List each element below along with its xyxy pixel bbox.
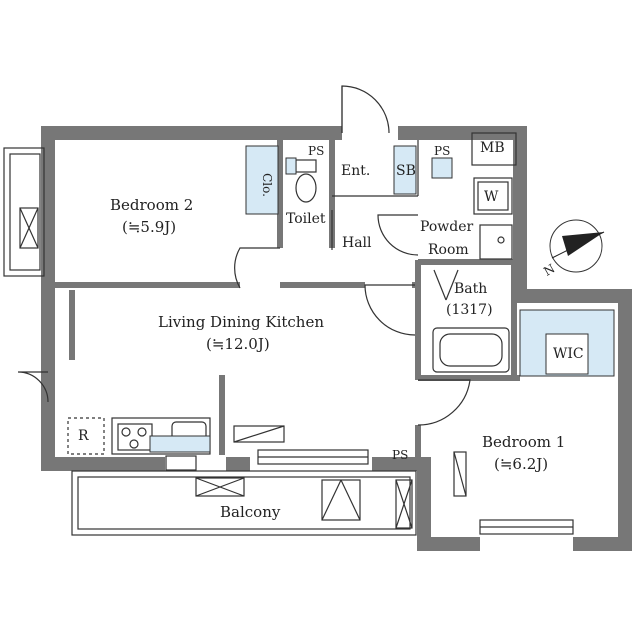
refrigerator-label: R <box>78 428 89 444</box>
ps-label-kitchen: PS <box>392 448 409 462</box>
bedroom1-name: Bedroom 1 <box>482 433 566 451</box>
ldk-area: (≒12.0J) <box>206 335 270 353</box>
powder-room-line1: Powder <box>420 219 474 235</box>
wic-label: WIC <box>553 346 584 362</box>
interior-walls <box>55 140 520 464</box>
ldk-name: Living Dining Kitchen <box>158 313 325 331</box>
hall-label: Hall <box>342 235 372 251</box>
bedroom2-name: Bedroom 2 <box>110 196 194 214</box>
meter-box-label: MB <box>480 140 505 156</box>
storage-areas <box>149 145 615 453</box>
detail-lines <box>3 85 574 536</box>
shoe-box-label: SB <box>396 163 416 179</box>
bedroom2-area: (≒5.9J) <box>122 218 177 236</box>
washer-label: W <box>484 189 499 205</box>
bath-size: (1317) <box>446 302 493 318</box>
bath-name: Bath <box>454 281 488 297</box>
closet-label: Clo. <box>259 173 274 197</box>
toilet-label: Toilet <box>286 211 326 227</box>
ps-label-toilet: PS <box>308 144 325 158</box>
balcony-label: Balcony <box>220 503 281 521</box>
powder-room-line2: Room <box>428 242 469 258</box>
compass <box>549 219 605 273</box>
ps-label-powder: PS <box>434 144 451 158</box>
bedroom1-area: (≒6.2J) <box>494 455 549 473</box>
entrance-label: Ent. <box>341 163 371 179</box>
